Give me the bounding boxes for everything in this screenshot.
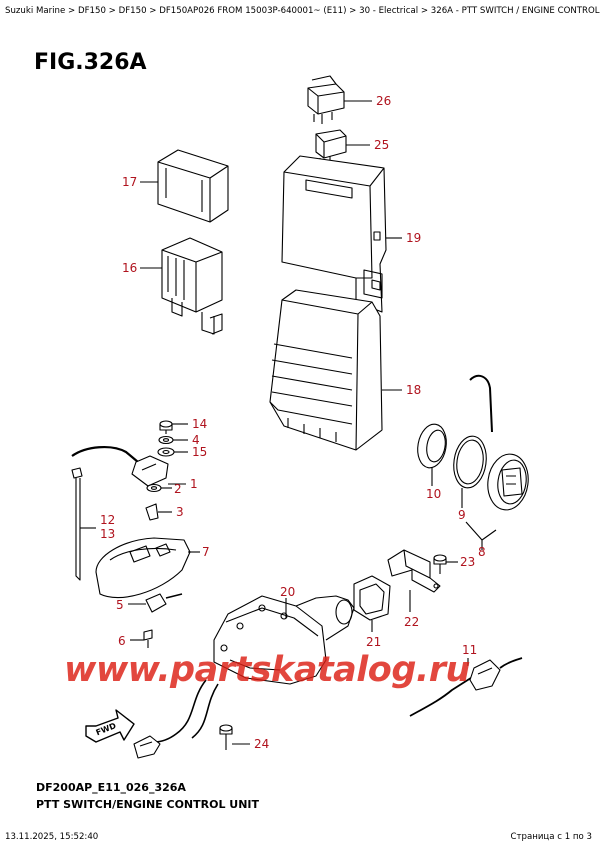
part-19-ecu-cover[interactable] [281, 155, 387, 313]
callout-4[interactable]: 4 [192, 433, 200, 447]
part-16-connector[interactable] [161, 237, 223, 335]
callout-19[interactable]: 19 [406, 231, 421, 245]
part-8-trim-switch[interactable] [469, 374, 532, 513]
callout-13[interactable]: 13 [100, 527, 115, 541]
part-23-bolt[interactable] [433, 554, 447, 574]
callout-23[interactable]: 23 [460, 555, 475, 569]
diagram-caption: PTT SWITCH/ENGINE CONTROL UNIT [36, 798, 260, 811]
part-6-bolt[interactable] [143, 629, 153, 648]
part-15-washer[interactable] [157, 447, 175, 457]
callout-10[interactable]: 10 [426, 487, 441, 501]
callout-20[interactable]: 20 [280, 585, 295, 599]
part-24-bolt[interactable] [219, 724, 233, 750]
part-7-switch-holder[interactable] [95, 537, 191, 599]
part-12-13-cable-tie[interactable] [71, 467, 83, 581]
part-1-ptt-switch[interactable] [71, 446, 169, 487]
callout-21[interactable]: 21 [366, 635, 381, 649]
part-11-harness-connector[interactable] [409, 657, 523, 717]
figure-title: FIG.326A [34, 50, 147, 75]
callout-6[interactable]: 6 [118, 634, 126, 648]
callout-14[interactable]: 14 [192, 417, 207, 431]
part-3-clip[interactable] [145, 503, 159, 521]
callout-25[interactable]: 25 [374, 138, 389, 152]
callout-2[interactable]: 2 [174, 482, 182, 496]
callout-22[interactable]: 22 [404, 615, 419, 629]
callout-1[interactable]: 1 [190, 477, 198, 491]
part-5-sensor[interactable] [145, 593, 183, 613]
callout-12[interactable]: 12 [100, 513, 115, 527]
callout-11[interactable]: 11 [462, 643, 477, 657]
callout-26[interactable]: 26 [376, 94, 391, 108]
footer-page-count: Страница с 1 по 3 [510, 832, 592, 842]
breadcrumb: Suzuki Marine > DF150 > DF150 > DF150AP0… [5, 6, 600, 16]
callout-24[interactable]: 24 [254, 737, 269, 751]
part-2-washer[interactable] [146, 483, 162, 493]
callout-15[interactable]: 15 [192, 445, 207, 459]
callout-8[interactable]: 8 [478, 545, 486, 559]
watermark: www.partskatalog.ru [64, 650, 470, 690]
part-22-bracket[interactable] [387, 549, 441, 593]
callout-16[interactable]: 16 [122, 261, 137, 275]
fwd-arrow-icon [85, 709, 135, 743]
callout-17[interactable]: 17 [122, 175, 137, 189]
part-10-grommet[interactable] [414, 422, 449, 470]
part-26-relay[interactable] [307, 75, 345, 124]
part-4-washer[interactable] [158, 435, 174, 445]
callout-9[interactable]: 9 [458, 508, 466, 522]
part-20-harness[interactable] [133, 679, 219, 759]
callout-5[interactable]: 5 [116, 598, 124, 612]
part-21-cover[interactable] [353, 575, 391, 621]
part-9-o-ring[interactable] [451, 434, 490, 490]
part-20-ptt-relay-assembly[interactable] [213, 595, 355, 685]
footer-timestamp: 13.11.2025, 15:52:40 [5, 832, 99, 842]
callout-18[interactable]: 18 [406, 383, 421, 397]
part-17-cover[interactable] [157, 149, 229, 223]
part-18-ecu[interactable] [269, 289, 383, 451]
callout-3[interactable]: 3 [176, 505, 184, 519]
part-14-bolt[interactable] [159, 420, 173, 434]
callout-7[interactable]: 7 [202, 545, 210, 559]
diagram-code: DF200AP_E11_026_326A [36, 781, 186, 794]
